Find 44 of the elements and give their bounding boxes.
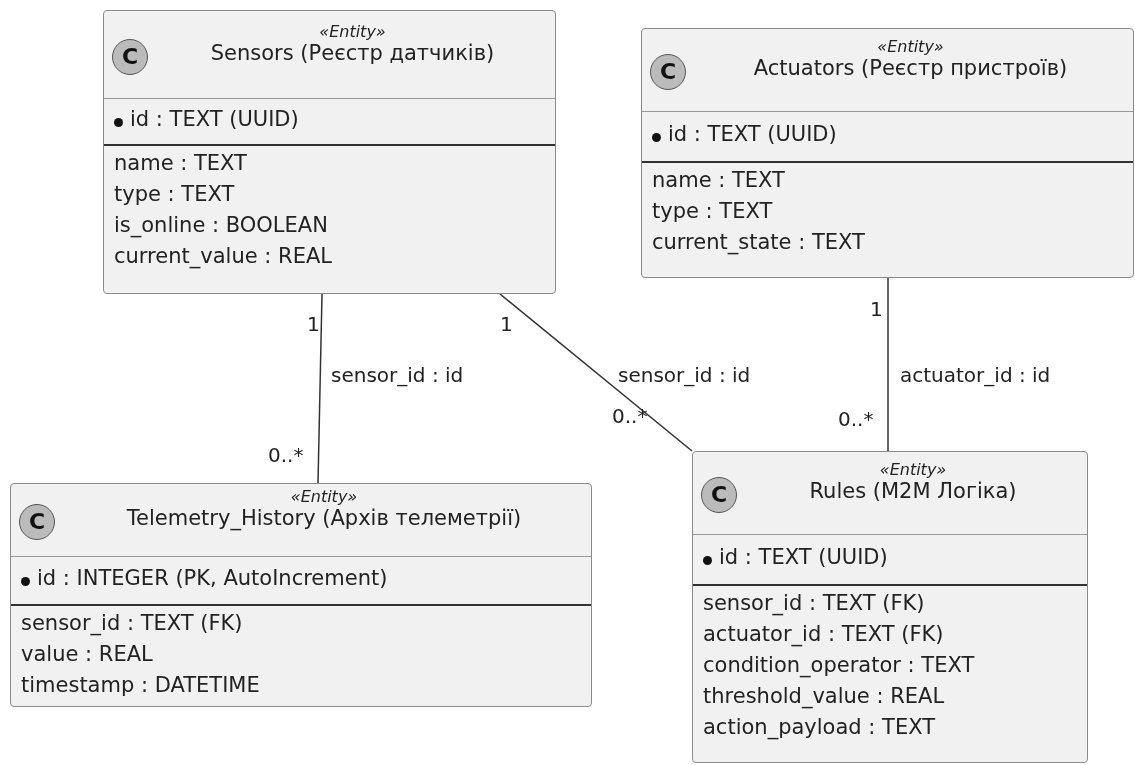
multiplicity-label: 0..*	[838, 407, 874, 431]
primary-key-field: id : TEXT (UUID)	[668, 122, 837, 146]
entity-name: Telemetry_History (Архів телеметрії)	[126, 506, 522, 530]
multiplicity-label: 1	[500, 312, 513, 336]
stereotype-label: «Entity»	[877, 37, 944, 56]
class-badge: C	[701, 477, 737, 513]
association-line	[887, 277, 889, 452]
stereotype-label: «Entity»	[879, 460, 947, 479]
multiplicity-label: 0..*	[268, 443, 304, 467]
association-line	[317, 293, 323, 484]
entity-box	[641, 28, 1134, 278]
attribute-field: condition_operator : TEXT	[703, 650, 975, 680]
attribute-field: name : TEXT	[652, 165, 785, 195]
attribute-field: sensor_id : TEXT (FK)	[21, 608, 243, 638]
class-badge: C	[112, 38, 148, 75]
entity-box	[10, 483, 592, 707]
multiplicity-label: 1	[307, 312, 320, 336]
entity-name: Rules (M2M Логіка)	[809, 479, 1017, 503]
attribute-field: sensor_id : TEXT (FK)	[703, 588, 925, 618]
stereotype-label: «Entity»	[290, 487, 358, 506]
attribute-field: type : TEXT	[652, 196, 773, 226]
multiplicity-label: 1	[870, 297, 883, 321]
entity-box	[103, 10, 556, 294]
primary-key-field: id : TEXT (UUID)	[130, 107, 299, 131]
multiplicity-label: 0..*	[612, 404, 648, 428]
primary-key-field: id : TEXT (UUID)	[719, 545, 888, 569]
attribute-field: threshold_value : REAL	[703, 681, 945, 711]
association-line	[499, 293, 693, 452]
entity-name: Actuators (Реєстр пристроїв)	[753, 56, 1068, 80]
stereotype-label: «Entity»	[319, 21, 386, 41]
attribute-field: is_online : BOOLEAN	[114, 210, 328, 240]
entity-name: Sensors (Реєстр датчиків)	[210, 40, 495, 65]
attribute-field: value : REAL	[21, 639, 153, 669]
attribute-field: timestamp : DATETIME	[21, 670, 260, 700]
class-badge: C	[650, 54, 686, 90]
class-badge: C	[19, 504, 55, 540]
entity-box	[692, 451, 1088, 763]
attribute-field: actuator_id : TEXT (FK)	[703, 619, 944, 649]
attribute-field: current_state : TEXT	[652, 227, 865, 257]
primary-key-field: id : INTEGER (PK, AutoIncrement)	[37, 566, 388, 590]
attribute-field: action_payload : TEXT	[703, 712, 935, 742]
attribute-field: type : TEXT	[114, 179, 235, 209]
attribute-field: current_value : REAL	[114, 241, 332, 271]
attribute-field: name : TEXT	[114, 148, 247, 178]
